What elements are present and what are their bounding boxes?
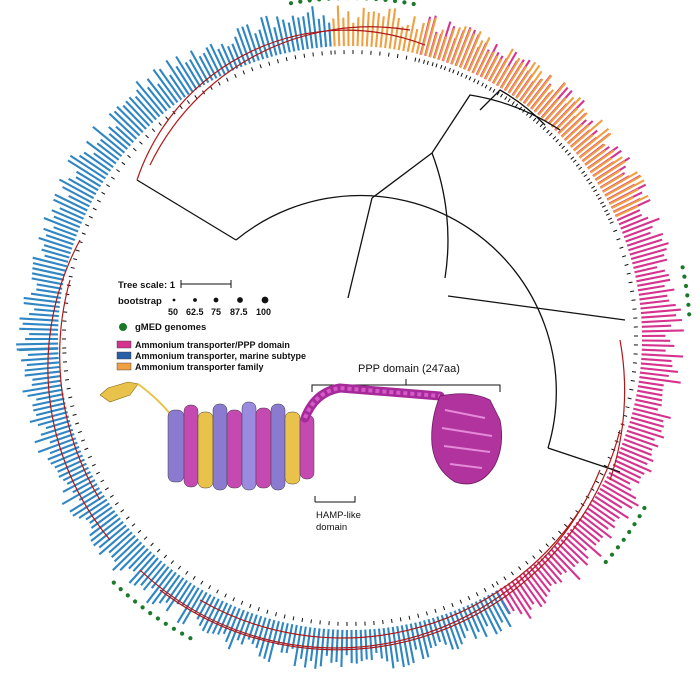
- gmed-dot: [683, 283, 689, 289]
- leaf-labels-blue-left: [16, 6, 332, 351]
- gmed-dot: [365, 0, 368, 1]
- legend-swatch-pink: [116, 340, 132, 349]
- legend-swatch-orange: [116, 362, 132, 371]
- bootstrap-value-62-5: 62.5: [186, 307, 204, 317]
- leaf-ticks-orange: [334, 50, 613, 221]
- gmed-dot: [637, 514, 642, 519]
- gmed-dot: [632, 522, 637, 527]
- gmed-dot: [140, 605, 145, 610]
- bootstrap-value-100: 100: [256, 307, 271, 317]
- branch-orange-outer-arc: [149, 26, 411, 166]
- hamp-bracket: [314, 496, 356, 503]
- branch-blue-arc-1: [47, 239, 111, 541]
- gmed-dot: [680, 265, 685, 270]
- gmed-legend-label: gMED genomes: [135, 322, 206, 333]
- legend-label-family: Ammonium transporter family: [135, 362, 264, 372]
- branch-orange-inner-arc: [136, 29, 426, 181]
- gmed-dot: [118, 587, 123, 592]
- branch-mid-stem: [347, 197, 373, 299]
- leaf-tick-ring: [62, 50, 638, 626]
- gmed-dot: [374, 0, 378, 2]
- legend-label-ppp: Ammonium transporter/PPP domain: [135, 340, 290, 350]
- branch-to-pink: [371, 152, 433, 199]
- gmed-dot: [155, 616, 160, 621]
- gmed-dot: [288, 1, 294, 6]
- leaf-labels-orange: [332, 5, 649, 218]
- gmed-dot: [642, 505, 647, 511]
- branch-pink-sub: [479, 89, 546, 126]
- gmed-dot: [298, 0, 303, 4]
- gmed-dot: [615, 545, 621, 550]
- branch-orange-stem: [136, 179, 237, 241]
- gmed-dot: [133, 599, 138, 604]
- gmed-dot: [307, 0, 312, 3]
- gmed-dot: [188, 636, 193, 641]
- ppp-domain-bracket: [311, 379, 501, 392]
- leaf-ticks-blue-left: [62, 50, 332, 349]
- gmed-dot: [327, 0, 331, 1]
- gmed-dot: [163, 621, 168, 626]
- gmed-dot: [609, 552, 615, 557]
- gmed-dot: [627, 529, 632, 535]
- gmed-dot: [603, 559, 608, 565]
- branch-root-arc: [235, 194, 557, 449]
- bootstrap-value-75: 75: [211, 307, 221, 317]
- gmed-dot: [682, 274, 687, 279]
- gmed-dot: [171, 626, 176, 631]
- branch-pink-arc: [431, 152, 449, 279]
- legend-panel: Tree scale: 1 bootstrap 50 62.5 75 87.5 …: [116, 280, 306, 372]
- ppp-domain-label: PPP domain (247aa): [358, 363, 460, 375]
- gmed-dot: [686, 302, 691, 307]
- gmed-dot: [317, 0, 322, 2]
- gmed-dot-ring: [111, 0, 692, 641]
- branch-blue-arc-4: [59, 279, 101, 501]
- branch-pink-inner: [431, 94, 561, 154]
- leaf-ticks-pink: [418, 58, 638, 586]
- hamp-label-line1: HAMP-like: [316, 510, 361, 521]
- branch-blue-arc-3: [159, 429, 621, 651]
- tree-branches-black: [136, 89, 626, 473]
- legend-swatch-blue: [116, 351, 132, 360]
- protein-structure-image: [99, 381, 503, 491]
- branch-blue-arc-5: [199, 509, 581, 639]
- leaf-ticks-blue-lower: [62, 352, 495, 626]
- gmed-dot: [402, 0, 407, 5]
- branch-blue-arc-6: [609, 339, 626, 481]
- bootstrap-dots: [172, 296, 269, 304]
- gmed-dot: [148, 611, 153, 616]
- hamp-label-line2: domain: [316, 522, 347, 533]
- branch-blue-arc-2: [139, 469, 601, 649]
- bootstrap-label: bootstrap: [118, 296, 162, 307]
- tree-scale-bar: [180, 280, 232, 288]
- gmed-dot: [180, 631, 185, 636]
- gmed-dot: [685, 293, 690, 298]
- gmed-dot: [621, 537, 626, 542]
- tree-scale-label: Tree scale: 1: [118, 280, 176, 291]
- gmed-dot: [111, 580, 116, 585]
- bootstrap-value-50: 50: [168, 307, 178, 317]
- gmed-legend-dot: [119, 323, 127, 331]
- tree-branches-red: [47, 26, 626, 651]
- leaf-label-rings: [16, 5, 684, 669]
- branch-right-stem: [447, 295, 626, 321]
- gmed-dot: [687, 312, 692, 317]
- branch-lower-right: [547, 447, 621, 473]
- legend-label-marine: Ammonium transporter, marine subtype: [135, 351, 306, 361]
- bootstrap-value-87-5: 87.5: [230, 307, 248, 317]
- gmed-dot: [411, 1, 416, 7]
- gmed-dot: [392, 0, 398, 4]
- gmed-dot: [383, 0, 388, 2]
- gmed-dot: [125, 593, 130, 598]
